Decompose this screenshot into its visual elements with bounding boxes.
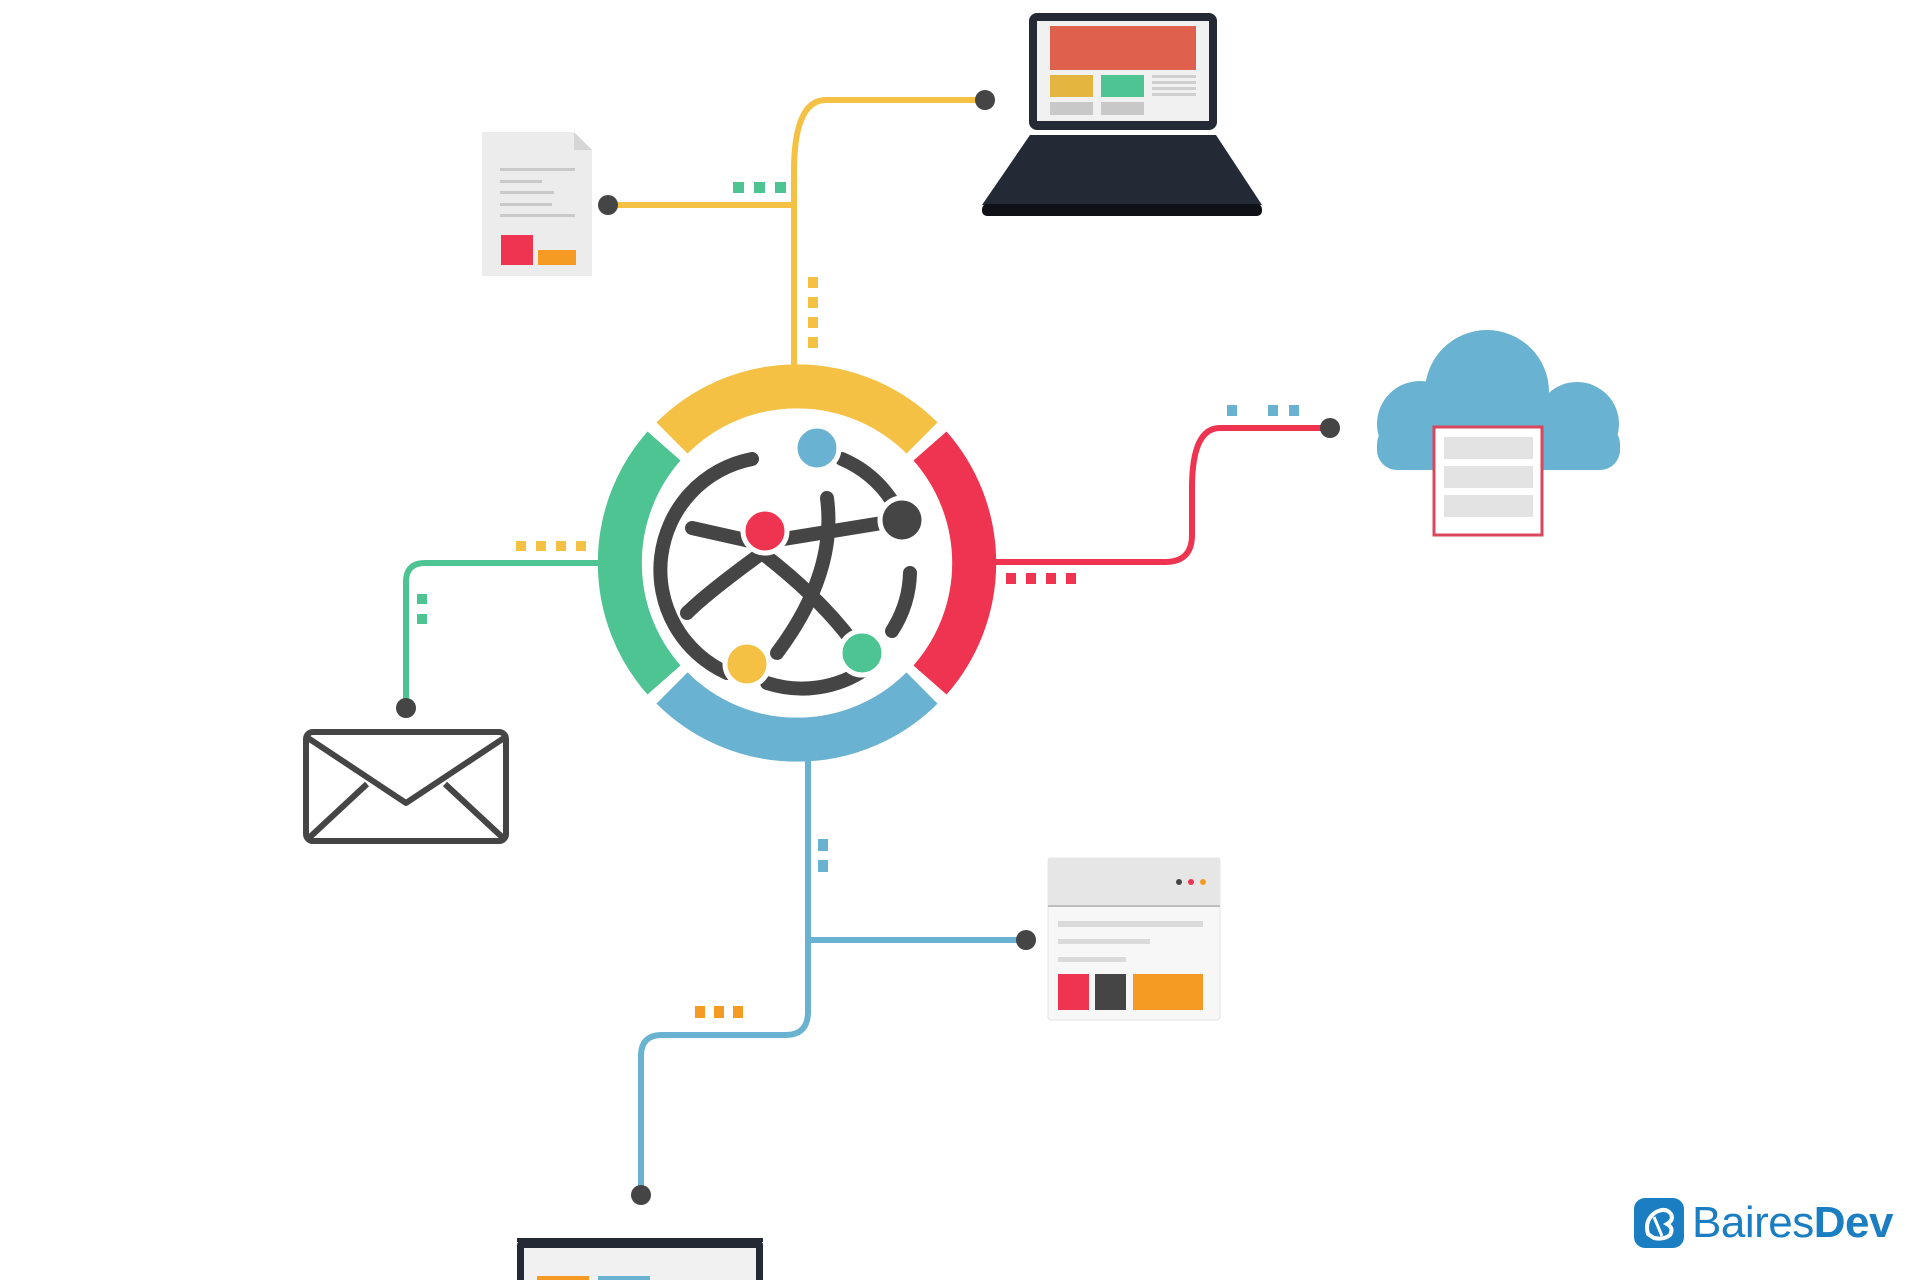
node-cloud[interactable]	[1320, 418, 1340, 438]
node-monitor[interactable]	[631, 1185, 651, 1205]
desktop-monitor-icon[interactable]	[517, 1240, 763, 1280]
hub-ring-red	[913, 431, 997, 695]
bairesdev-logo-icon	[1634, 1198, 1684, 1248]
monitor-stand	[517, 1238, 763, 1242]
laptop-icon[interactable]	[982, 13, 1262, 216]
node-laptop[interactable]	[975, 90, 995, 110]
line-to-email	[403, 560, 607, 711]
line-to-cloud	[987, 425, 1333, 565]
endpoint-nodes	[396, 90, 1340, 1205]
connector-lines	[403, 97, 1333, 1198]
line-to-monitor	[638, 927, 811, 1198]
browser-window-icon[interactable]	[1047, 857, 1221, 1021]
email-icon[interactable]	[303, 729, 509, 844]
document-icon[interactable]	[482, 132, 592, 276]
hub-ring-green	[597, 431, 681, 695]
bairesdev-logo[interactable]: BairesDev	[1634, 1197, 1893, 1249]
node-document[interactable]	[598, 195, 618, 215]
node-browser[interactable]	[1016, 930, 1036, 950]
hub-ring-yellow	[656, 364, 938, 454]
node-email[interactable]	[396, 698, 416, 718]
hub-ring-blue	[656, 672, 938, 762]
central-hub[interactable]	[597, 364, 997, 762]
line-to-browser	[805, 755, 1029, 943]
bairesdev-wordmark: BairesDev	[1692, 1198, 1893, 1247]
cloud-storage-icon[interactable]	[1377, 330, 1620, 537]
globe-nodes	[722, 423, 927, 689]
line-to-laptop	[791, 97, 988, 371]
data-dots	[417, 182, 1299, 1018]
